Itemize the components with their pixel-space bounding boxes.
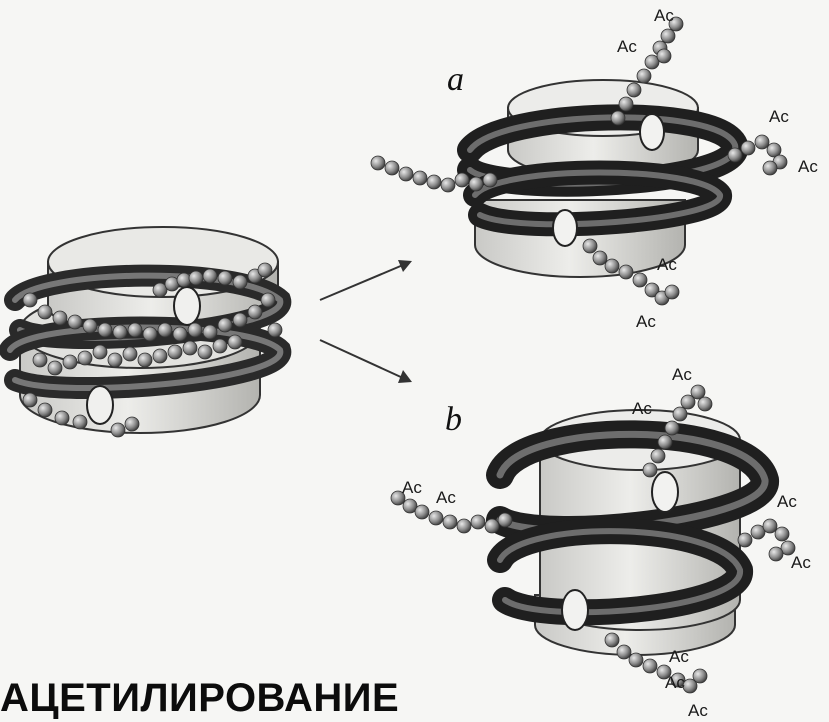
acetyl-label: Ac	[402, 478, 422, 497]
acetyl-label: Ac	[672, 365, 692, 384]
panel-a-label: a	[447, 61, 464, 98]
acetyl-label: Ac	[688, 701, 708, 720]
acetyl-label: Ac	[669, 647, 689, 666]
acetyl-label: Ac	[657, 255, 677, 274]
acetyl-label: Ac	[654, 6, 674, 25]
acetyl-label: Ac	[769, 107, 789, 126]
page-caption: АЦЕТИЛИРОВАНИЕ	[0, 676, 399, 721]
acetyl-label: Ac	[665, 673, 685, 692]
acetyl-label: Ac	[632, 399, 652, 418]
acetyl-label: Ac	[791, 553, 811, 572]
acetyl-label: Ac	[798, 157, 818, 176]
nucleosome-compact	[10, 227, 282, 437]
arrow-to-a	[320, 260, 412, 300]
nucleosome-a: Ac Ac Ac Ac Ac Ac	[371, 6, 818, 331]
acetyl-label: Ac	[617, 37, 637, 56]
arrow-to-b	[320, 340, 412, 383]
acetyl-label: Ac	[636, 312, 656, 331]
acetyl-label: Ac	[436, 488, 456, 507]
acetyl-label: Ac	[777, 492, 797, 511]
panel-b-label: b	[445, 401, 462, 438]
